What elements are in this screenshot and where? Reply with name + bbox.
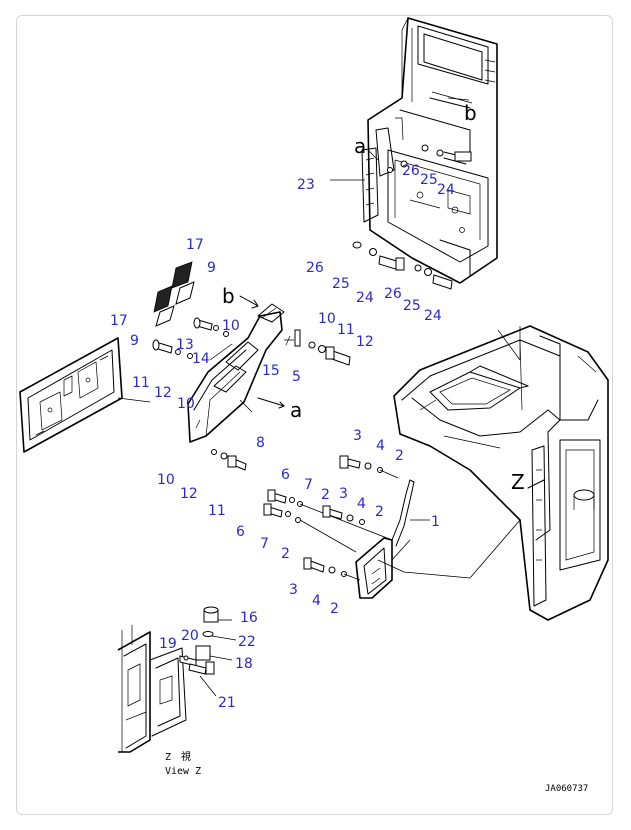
callout-2: 2: [330, 601, 339, 617]
callout-26: 26: [402, 163, 420, 179]
left-cab-panel: [19, 337, 151, 453]
callout-24: 24: [437, 182, 455, 198]
callout-20: 20: [181, 628, 199, 644]
callout-12: 12: [180, 486, 198, 502]
callout-21: 21: [218, 695, 236, 711]
callout-8: 8: [256, 435, 265, 451]
callout-5: 5: [292, 369, 301, 385]
view-z-detail: [117, 606, 237, 753]
callout-3: 3: [339, 486, 348, 502]
callout-18: 18: [235, 656, 253, 672]
diagram-frame: [16, 15, 613, 815]
callout-2: 2: [395, 448, 404, 464]
callout-25: 25: [403, 298, 421, 314]
callout-6: 6: [281, 467, 290, 483]
reference-letter-a: a: [290, 398, 302, 422]
callout-7: 7: [304, 477, 313, 493]
callout-26: 26: [306, 260, 324, 276]
reference-letter-b: b: [222, 284, 235, 308]
reference-letters: a b b a Z: [222, 101, 525, 494]
callout-11: 11: [337, 322, 355, 338]
callout-10: 10: [177, 396, 195, 412]
callout-17: 17: [110, 313, 128, 329]
callout-10: 10: [222, 318, 240, 334]
callout-1: 1: [431, 514, 440, 530]
callout-11: 11: [208, 503, 226, 519]
callout-4: 4: [312, 593, 321, 609]
callout-12: 12: [154, 385, 172, 401]
reference-letter-a: a: [354, 134, 366, 158]
callout-23: 23: [297, 177, 315, 193]
view-label: View Z: [165, 766, 201, 777]
callout-22: 22: [238, 634, 256, 650]
callout-19: 19: [159, 636, 177, 652]
callout-13: 13: [176, 337, 194, 353]
callout-26: 26: [384, 286, 402, 302]
callout-labels: 23 26 25 24 26 25 24 26 25 24 17 9 17 9 …: [110, 163, 455, 711]
callout-25: 25: [420, 172, 438, 188]
callout-11: 11: [132, 375, 150, 391]
callout-10: 10: [318, 311, 336, 327]
callout-3: 3: [353, 428, 362, 444]
callout-14: 14: [192, 351, 210, 367]
callout-9: 9: [207, 260, 216, 276]
callout-4: 4: [376, 438, 385, 454]
callout-6: 6: [236, 524, 245, 540]
upper-cab-frame: [330, 17, 498, 290]
callout-2: 2: [281, 546, 290, 562]
lower-right-cab: [377, 325, 609, 621]
callout-12: 12: [356, 334, 374, 350]
callout-9: 9: [130, 333, 139, 349]
callout-2: 2: [375, 504, 384, 520]
callout-24: 24: [424, 308, 442, 324]
cover-part-8: [187, 303, 285, 443]
callout-10: 10: [157, 472, 175, 488]
callout-2: 2: [321, 487, 330, 503]
callout-16: 16: [240, 610, 258, 626]
callout-15: 15: [262, 363, 280, 379]
reference-letter-b: b: [464, 101, 477, 125]
callout-25: 25: [332, 276, 350, 292]
bracket-part-1: [263, 455, 430, 599]
callout-7: 7: [260, 536, 269, 552]
view-z-arrow-letter: Z: [511, 470, 525, 494]
callout-17: 17: [186, 237, 204, 253]
callout-24: 24: [356, 290, 374, 306]
cover-hardware: [152, 261, 351, 471]
callout-3: 3: [289, 582, 298, 598]
callout-4: 4: [357, 496, 366, 512]
view-label-japanese: Z 視: [165, 750, 191, 763]
drawing-code: JA060737: [545, 784, 588, 794]
